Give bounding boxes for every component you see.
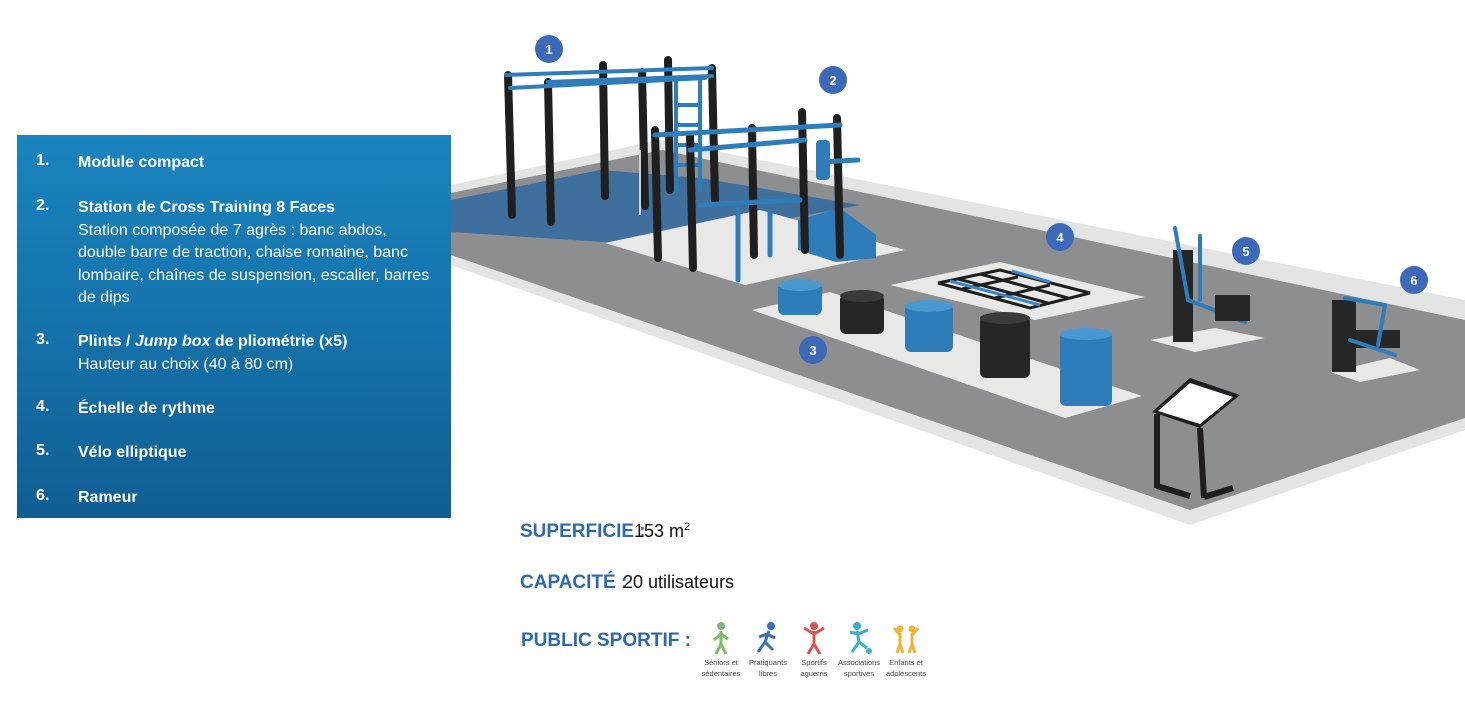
info-sign xyxy=(1152,378,1240,500)
plint xyxy=(778,283,822,315)
senior-icon xyxy=(713,622,729,655)
item-number: 6. xyxy=(36,487,50,504)
elliptical-bike xyxy=(1173,226,1250,342)
public-label-line2: sédentaires xyxy=(701,669,741,678)
public-sportifs: Sportifs aguerris xyxy=(789,620,839,678)
svg-text:3: 3 xyxy=(809,343,816,358)
athlete-icon xyxy=(803,622,825,655)
plint xyxy=(840,294,884,334)
public-label-line2: sportives xyxy=(843,669,874,678)
public-pratiquants: Pratiquants libres xyxy=(743,620,793,678)
superficie-number: 153 m xyxy=(634,521,685,541)
public-label-line1: Pratiquants xyxy=(749,658,787,667)
agility-ladder-accent xyxy=(949,269,1051,307)
item-title: Échelle de rythme xyxy=(78,400,215,417)
item-title-italic: Jump box xyxy=(134,333,211,350)
public-enfants: Enfants et adolescents xyxy=(881,620,931,678)
svg-text:1: 1 xyxy=(545,42,552,57)
marker-6: 6 xyxy=(1400,266,1428,294)
runner-icon xyxy=(756,622,776,653)
svg-text:4: 4 xyxy=(1056,230,1064,245)
item-number: 1. xyxy=(36,152,50,169)
public-label-line2: libres xyxy=(759,669,777,678)
public-senior: Séniors et sédentaires xyxy=(696,620,746,678)
plint xyxy=(905,304,953,352)
item-description: Hauteur au choix (40 à 80 cm) xyxy=(78,355,294,373)
plint xyxy=(1060,332,1112,406)
public-label-line1: Sportifs xyxy=(801,658,827,667)
item-number: 3. xyxy=(36,331,50,348)
item-number: 2. xyxy=(36,197,50,214)
public-associations: Associations sportives xyxy=(834,620,884,678)
rower-pad xyxy=(1330,358,1420,382)
module-compact xyxy=(504,56,719,226)
item-title-suffix: de pliométrie (x5) xyxy=(210,333,348,350)
cross-training-station xyxy=(639,108,876,283)
marker-2: 2 xyxy=(819,66,847,94)
equipment-list-panel: 1. Module compact 2. Station de Cross Tr… xyxy=(17,135,451,518)
item-description: Station composée de 7 agrès : banc abdos… xyxy=(78,221,430,307)
marker-5: 5 xyxy=(1232,237,1260,265)
public-label-line1: Enfants et xyxy=(889,658,923,667)
plint xyxy=(980,316,1030,378)
public-label-line1: Séniors et xyxy=(704,658,738,667)
svg-text:6: 6 xyxy=(1410,273,1417,288)
item-title: Vélo elliptique xyxy=(78,444,187,461)
item-title-prefix: Plints / xyxy=(78,333,135,350)
ladder-pad xyxy=(890,262,1145,320)
fitness-area-illustration: 1 2 3 4 5 6 xyxy=(451,35,1465,525)
marker-4: 4 xyxy=(1046,223,1074,251)
public-label-line2: aguerris xyxy=(800,669,828,678)
item-title: Plints / Jump box de pliométrie (x5) xyxy=(78,331,438,354)
marker-1: 1 xyxy=(535,35,563,63)
football-icon xyxy=(849,622,872,654)
rower xyxy=(1332,296,1400,372)
marker-3: 3 xyxy=(799,336,827,364)
item-title: Station de Cross Training 8 Faces xyxy=(78,199,335,216)
superficie-value: 153 m2 xyxy=(634,521,690,542)
superficie-unit-exponent: 2 xyxy=(684,521,691,533)
public-label: PUBLIC SPORTIF : xyxy=(521,630,691,651)
plints xyxy=(778,279,1112,406)
superficie-label: SUPERFICIE : xyxy=(520,521,646,542)
capacite-label: CAPACITÉ : xyxy=(520,572,628,593)
svg-text:2: 2 xyxy=(829,73,836,88)
item-number: 5. xyxy=(36,442,50,459)
public-label-line1: Associations xyxy=(837,658,881,667)
elliptical-pad xyxy=(1150,328,1265,352)
item-number: 4. xyxy=(36,398,50,415)
capacite-value: 20 utilisateurs xyxy=(623,572,735,592)
public-label-line2: adolescents xyxy=(885,669,927,678)
item-title: Module compact xyxy=(78,154,205,171)
item-title: Rameur xyxy=(78,489,138,506)
svg-text:5: 5 xyxy=(1242,244,1249,259)
kids-icon xyxy=(892,625,920,654)
